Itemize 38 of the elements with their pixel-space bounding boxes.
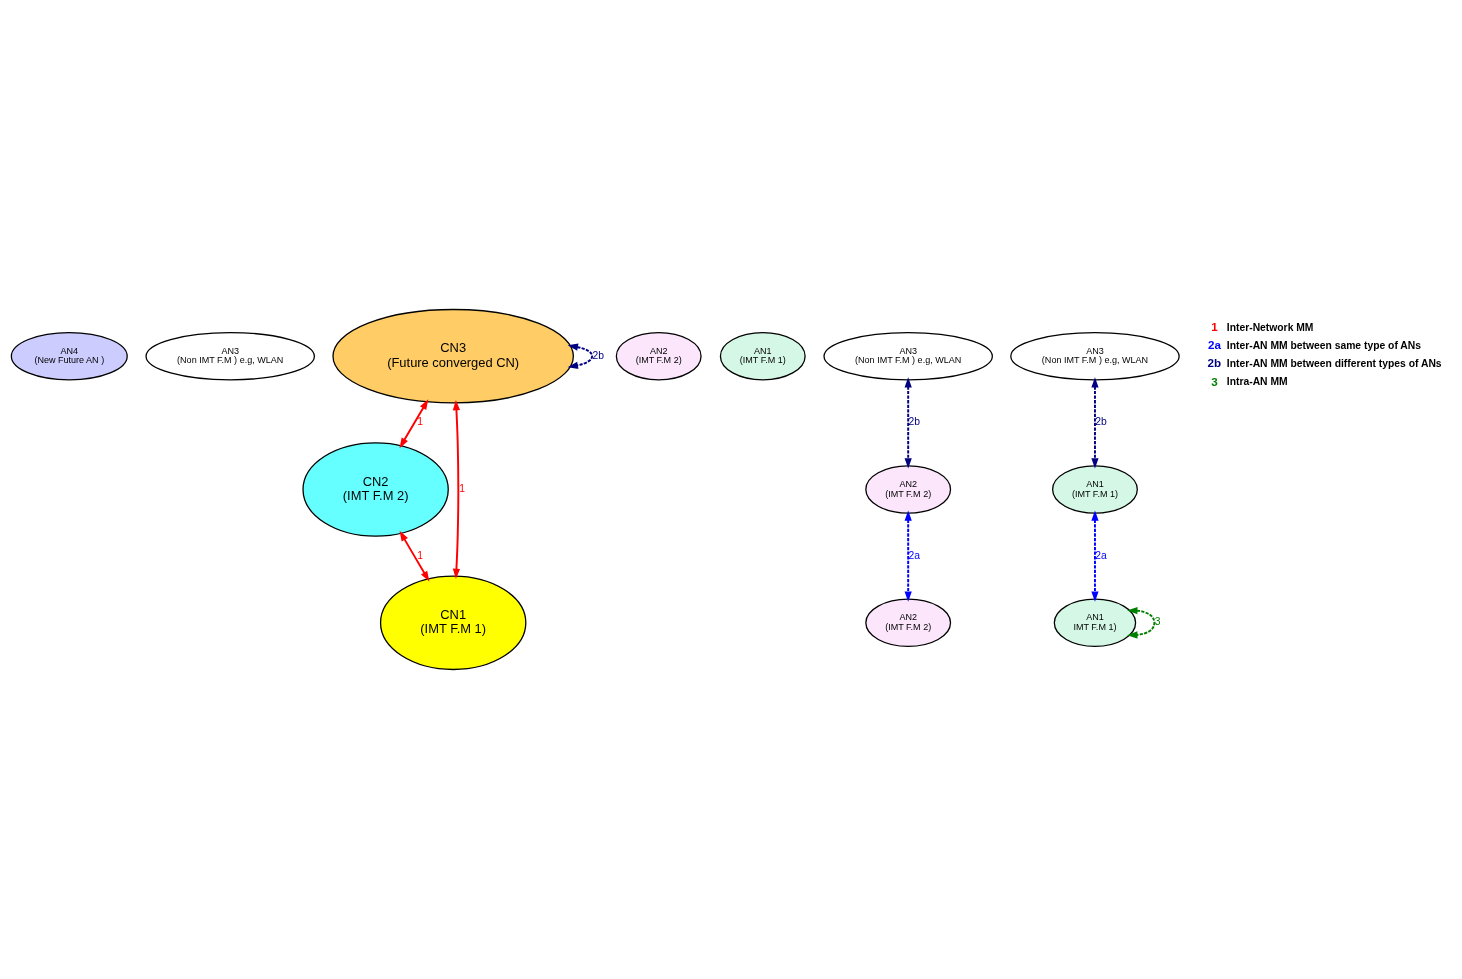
arrow — [1091, 377, 1099, 469]
node-ellipse: AN1 (IMT F.M 1) — [719, 331, 806, 381]
edge-label: 3 — [1154, 616, 1161, 628]
edge-label: 2a — [1095, 549, 1107, 561]
node-ellipse: AN3 (Non IMT F.M ) e.g, WLAN — [1010, 331, 1180, 381]
node-ellipse: AN4 (New Future AN ) — [10, 331, 128, 381]
label: 2a — [1208, 338, 1222, 352]
node-ellipse: CN1 (IMT F.M 1) — [379, 575, 527, 671]
edge-label: 1 — [417, 549, 424, 561]
node-ellipse: CN2 (IMT F.M 2) — [302, 442, 449, 537]
arrow — [904, 510, 912, 602]
legend-label: Inter-AN MM between different types of ANs — [1226, 358, 1442, 370]
edge-label: 2b — [592, 349, 605, 361]
legend-label: Inter-AN MM between same type of ANs — [1226, 339, 1421, 351]
edge-label: 2b — [908, 416, 921, 428]
node-ellipse: AN2 (IMT F.M 2) — [615, 331, 702, 381]
node-ellipse: AN2 (IMT F.M 2) — [865, 598, 952, 648]
edge-label: 1 — [459, 482, 466, 494]
node-ellipse: AN2 (IMT F.M 2) — [865, 465, 952, 514]
edge-label: 1 — [417, 416, 424, 428]
label: 3 — [1211, 374, 1218, 388]
legend-label: Inter-Network MM — [1226, 321, 1314, 333]
arrow — [567, 343, 594, 369]
node-ellipse: CN3 (Future converged CN) — [332, 308, 574, 404]
arrow — [1127, 607, 1156, 639]
arrow — [904, 377, 912, 469]
arrow — [452, 399, 461, 580]
node-ellipse: AN3 (Non IMT F.M ) e.g, WLAN — [823, 331, 993, 381]
node-ellipse: AN3 (Non IMT F.M ) e.g, WLAN — [145, 331, 315, 381]
arrow — [399, 399, 429, 449]
arrow — [1091, 510, 1099, 602]
edge-label: 2a — [908, 549, 921, 561]
label: 2b — [1207, 356, 1221, 370]
legend-label: Intra-AN MM — [1226, 376, 1288, 388]
node-ellipse: AN1 (IMT F.M 1) — [1051, 465, 1138, 514]
arrow — [399, 530, 430, 582]
edge-label: 2b — [1095, 416, 1107, 428]
label: 1 — [1211, 320, 1218, 334]
